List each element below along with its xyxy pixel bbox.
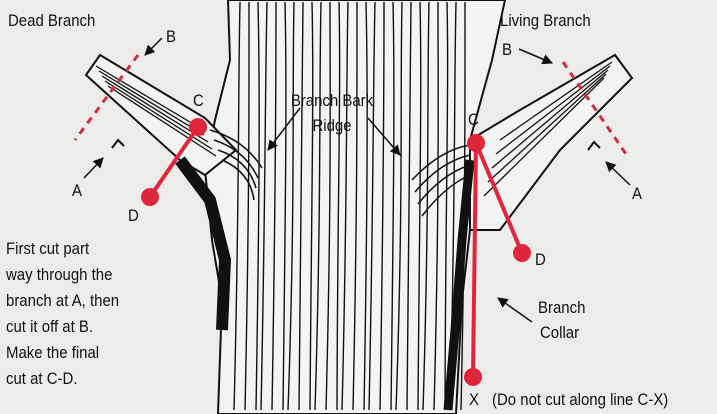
- left-c-label: C: [193, 91, 204, 111]
- left-d-label: D: [128, 206, 139, 226]
- x-point-label: X: [469, 390, 479, 410]
- arrow-right-a: [606, 162, 630, 185]
- right-d-label: D: [535, 250, 546, 270]
- dead-branch-label: Dead Branch: [8, 11, 95, 31]
- living-branch-label: Living Branch: [500, 11, 591, 31]
- living-branch-point-x: [464, 368, 482, 386]
- living-branch-point-c: [467, 134, 485, 152]
- branch-collar-label-line2: Collar: [540, 323, 579, 343]
- dead-branch-notch: [112, 140, 124, 148]
- pruning-instructions: First cut part way through the branch at…: [6, 236, 119, 392]
- branch-bark-ridge-label-line1: Branch Bark: [279, 91, 385, 111]
- dead-branch-point-c: [189, 118, 207, 136]
- instruction-line: way through the: [6, 262, 119, 288]
- right-a-label: A: [632, 184, 642, 204]
- branch-collar-label-line1: Branch: [538, 298, 585, 318]
- right-c-label: C: [468, 110, 479, 130]
- left-b-label: B: [166, 27, 176, 47]
- instruction-line: cut it off at B.: [6, 314, 119, 340]
- arrow-left-a: [84, 158, 103, 178]
- living-branch-point-d: [513, 244, 531, 262]
- left-a-label: A: [72, 181, 82, 201]
- right-b-label: B: [502, 40, 512, 60]
- dead-branch-point-d: [141, 188, 159, 206]
- tree-trunk: [205, 0, 505, 414]
- arrow-left-b: [145, 38, 162, 55]
- arrow-right-b: [519, 49, 552, 63]
- living-branch-notch: [588, 142, 600, 150]
- instruction-line: branch at A, then: [6, 288, 119, 314]
- arrow-branch-collar: [498, 298, 532, 322]
- instruction-line: First cut part: [6, 236, 119, 262]
- instruction-line: Make the final: [6, 340, 119, 366]
- do-not-cut-note: (Do not cut along line C-X): [492, 390, 668, 410]
- branch-bark-ridge-label-line2: Ridge: [279, 116, 385, 136]
- instruction-line: cut at C-D.: [6, 366, 119, 392]
